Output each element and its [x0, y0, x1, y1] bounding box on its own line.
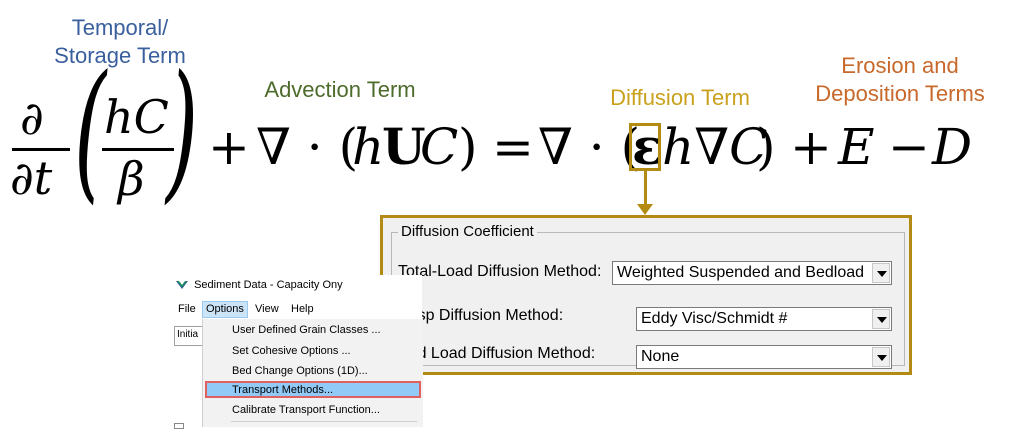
menu-separator: [231, 421, 417, 422]
divergence-operator-1: ∇ · (: [256, 118, 359, 176]
susp-diffusion-select[interactable]: Eddy Visc/Schmidt #: [636, 307, 892, 331]
plus-sign-1: +: [208, 118, 250, 176]
fraction-numerator-hC: hC: [104, 90, 169, 144]
partial-operator-numerator: ∂: [20, 91, 44, 145]
total-load-diffusion-select[interactable]: Weighted Suspended and Bedload: [612, 261, 892, 285]
diffusion-coefficient-group: Diffusion Coefficient Total-Load Diffusi…: [391, 223, 905, 369]
selected-menu-highlight: [205, 381, 421, 398]
menu-item-bed-change-options[interactable]: Bed Change Options (1D)...: [232, 365, 368, 377]
diffusion-close-paren: ): [756, 118, 776, 176]
plus-sign-2: +: [790, 118, 832, 176]
advection-term-label: Advection Term: [264, 77, 416, 102]
chevron-down-icon[interactable]: [872, 263, 890, 283]
susp-diffusion-value: Eddy Visc/Schmidt #: [641, 310, 788, 327]
erosion-label-line1: Erosion and: [841, 53, 959, 78]
erosion-E: E: [838, 118, 875, 176]
equals-sign: =: [492, 118, 534, 176]
divergence-operator-2: ∇ · (: [538, 118, 641, 176]
partial-operator-denominator: ∂t: [10, 151, 53, 205]
temporal-label-line2: Storage Term: [54, 43, 186, 68]
fraction-denominator-beta: β: [118, 152, 145, 206]
menu-view[interactable]: View: [255, 303, 279, 315]
diffusion-coefficient-panel: Diffusion Coefficient Total-Load Diffusi…: [380, 215, 912, 375]
group-title: Diffusion Coefficient: [398, 223, 537, 240]
sediment-transport-equation: ∂ ∂t ( hC β ) + ∇ · ( h U C ) = ∇ · ( ε …: [0, 0, 1015, 215]
callout-arrow-line: [644, 171, 647, 207]
big-close-paren: ): [166, 44, 199, 218]
scroll-handle[interactable]: [174, 423, 184, 429]
velocity-vector-U: U: [382, 117, 426, 176]
diffusion-h-grad-C: h∇C: [662, 118, 768, 176]
menu-item-calibrate-transport-function[interactable]: Calibrate Transport Function...: [232, 404, 380, 416]
app-logo-icon: [176, 280, 188, 289]
window-title: Sediment Data - Capacity Ony: [176, 279, 343, 291]
big-open-paren: (: [74, 44, 107, 218]
advection-close-paren: ): [458, 118, 478, 176]
hC-fraction-bar: [102, 148, 174, 151]
window-title-text: Sediment Data - Capacity Ony: [194, 279, 343, 291]
susp-diffusion-label: Susp Diffusion Method:: [398, 307, 564, 324]
chevron-down-icon[interactable]: [872, 347, 890, 367]
deposition-D: D: [932, 118, 973, 176]
erosion-deposition-term-label: Erosion and Deposition Terms: [790, 52, 1010, 108]
menu-help[interactable]: Help: [291, 303, 314, 315]
chevron-down-icon[interactable]: [872, 309, 890, 329]
temporal-storage-term-label: Temporal/ Storage Term: [30, 14, 210, 70]
bed-load-diffusion-label: Bed Load Diffusion Method:: [398, 345, 596, 362]
advection-h: h: [352, 118, 385, 176]
partial-fraction-bar: [12, 148, 70, 151]
minus-sign: −: [888, 118, 930, 176]
diffusivity-epsilon: ε: [632, 117, 663, 176]
menu-item-user-defined-grain-classes[interactable]: User Defined Grain Classes ...: [232, 324, 381, 336]
bed-load-diffusion-select[interactable]: None: [636, 345, 892, 369]
menu-item-transport-methods[interactable]: Transport Methods...: [232, 384, 334, 396]
total-load-diffusion-value: Weighted Suspended and Bedload: [617, 264, 865, 281]
epsilon-highlight-box: [629, 123, 661, 171]
bed-load-diffusion-value: None: [641, 348, 680, 365]
menu-options[interactable]: Options: [202, 301, 248, 318]
erosion-label-line2: Deposition Terms: [815, 81, 985, 106]
options-dropdown-menu: User Defined Grain Classes ... Set Cohes…: [202, 319, 423, 427]
menu-file[interactable]: File: [178, 303, 196, 315]
sediment-data-window: Sediment Data - Capacity Ony File Option…: [170, 275, 423, 429]
menu-item-set-cohesive-options[interactable]: Set Cohesive Options ...: [232, 345, 351, 357]
advection-C: C: [420, 118, 459, 176]
total-load-diffusion-label: Total-Load Diffusion Method:: [398, 263, 602, 280]
menu-bar: File Options View Help: [170, 301, 422, 319]
diffusion-term-label: Diffusion Term: [610, 85, 750, 110]
temporal-label-line1: Temporal/: [71, 15, 169, 40]
callout-arrow-head-icon: [637, 204, 653, 215]
